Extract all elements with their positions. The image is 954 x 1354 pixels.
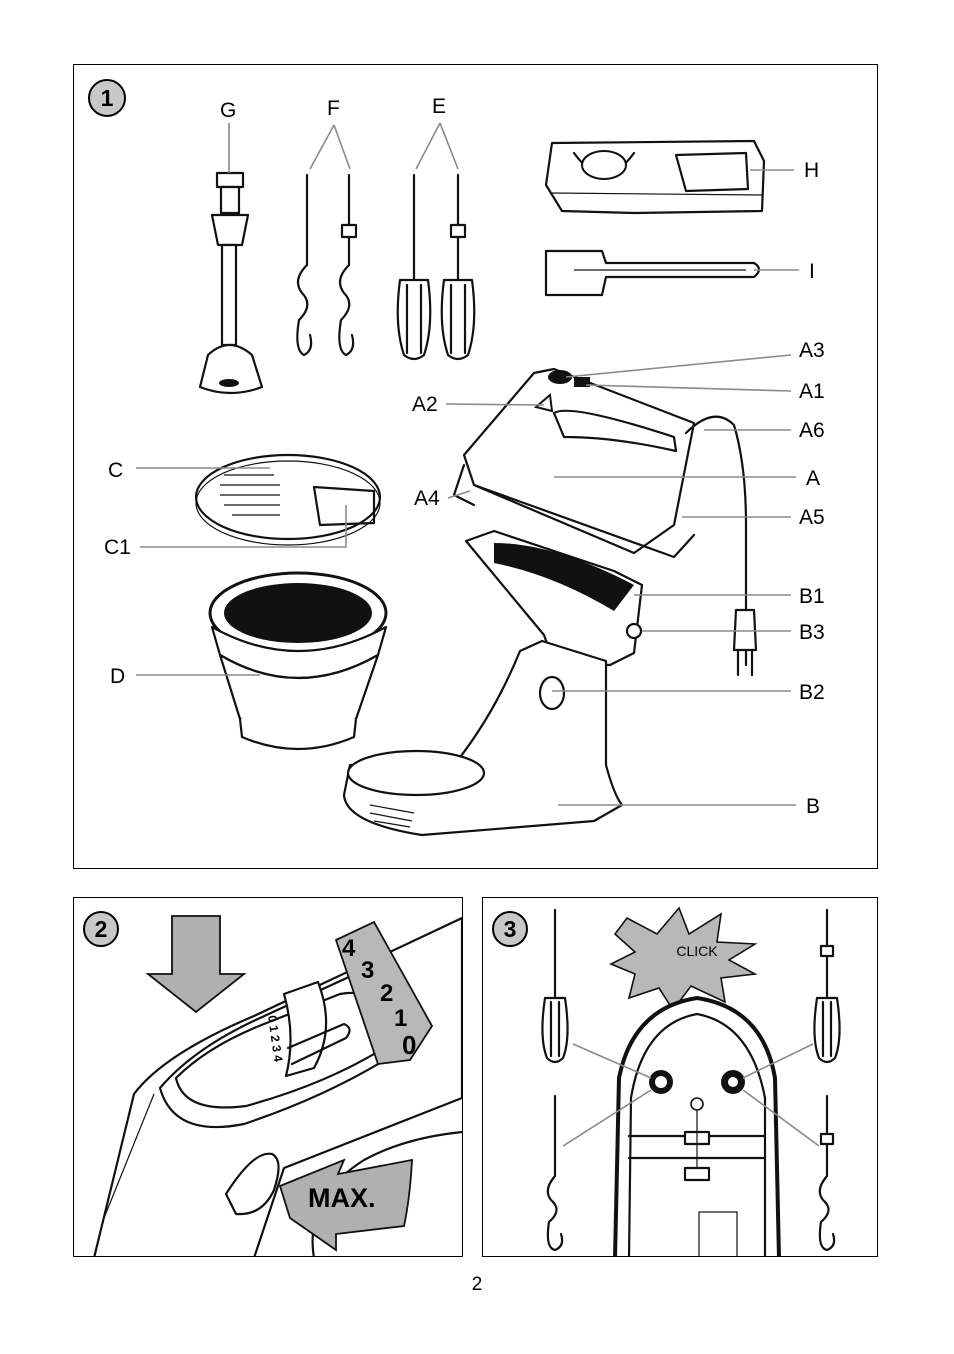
- figure-1-drawing: 1 G F E H I: [88, 79, 825, 837]
- label-b: B: [806, 795, 820, 818]
- insert-h: [544, 139, 766, 215]
- label-b1: B1: [799, 585, 825, 608]
- figure-2-panel: 2 4 3 2 1 0 0 1 2 3 4 MAX.: [73, 897, 463, 1257]
- label-a6: A6: [799, 419, 825, 442]
- label-a5: A5: [799, 506, 825, 529]
- label-b2: B2: [799, 681, 825, 704]
- label-a1: A1: [799, 380, 825, 403]
- label-a3: A3: [799, 339, 825, 362]
- label-c1: C1: [104, 536, 131, 559]
- stand-b: [342, 529, 644, 837]
- label-e: E: [432, 95, 446, 118]
- figure-2-badge: [83, 911, 119, 947]
- figure-3-panel: CLICK 3: [482, 897, 878, 1257]
- label-i: I: [809, 260, 815, 283]
- scale-4: 4: [342, 935, 356, 962]
- label-c: C: [108, 459, 123, 482]
- blender-attachment-g: [198, 171, 264, 395]
- figure-3-drawing: CLICK 3: [492, 906, 841, 1256]
- label-g: G: [220, 99, 236, 122]
- switch-marks: 0 1 2 3 4: [265, 1014, 285, 1063]
- bowl-d: [208, 571, 388, 751]
- click-burst: [609, 906, 758, 1012]
- page-number: 2: [471, 1274, 483, 1295]
- scale-1: 1: [394, 1005, 407, 1032]
- max-label: MAX.: [308, 1183, 376, 1213]
- figure-1-panel: 1 G F E H I: [73, 64, 878, 869]
- scale-2: 2: [380, 980, 393, 1007]
- figure-1-number: 1: [101, 85, 114, 111]
- beaters-e: [396, 173, 476, 361]
- dough-hooks-f: [296, 173, 358, 357]
- figure-3-number: 3: [504, 916, 517, 942]
- label-h: H: [804, 159, 819, 182]
- spatula-i: [544, 249, 761, 297]
- scale-3: 3: [361, 957, 374, 984]
- slicing-disc-c: [194, 453, 382, 546]
- label-d: D: [110, 665, 125, 688]
- label-a4: A4: [414, 487, 440, 510]
- label-f: F: [327, 97, 340, 120]
- click-label: CLICK: [676, 943, 718, 959]
- label-a2: A2: [412, 393, 438, 416]
- figure-2-number: 2: [95, 916, 108, 942]
- figure-2-drawing: 2 4 3 2 1 0 0 1 2 3 4 MAX.: [83, 911, 462, 1256]
- hand-mixer-a: [452, 367, 758, 677]
- label-b3: B3: [799, 621, 825, 644]
- label-a: A: [806, 467, 820, 490]
- scale-0: 0: [402, 1030, 416, 1060]
- figure-1-badge: [88, 79, 126, 117]
- figure-3-badge: [492, 911, 528, 947]
